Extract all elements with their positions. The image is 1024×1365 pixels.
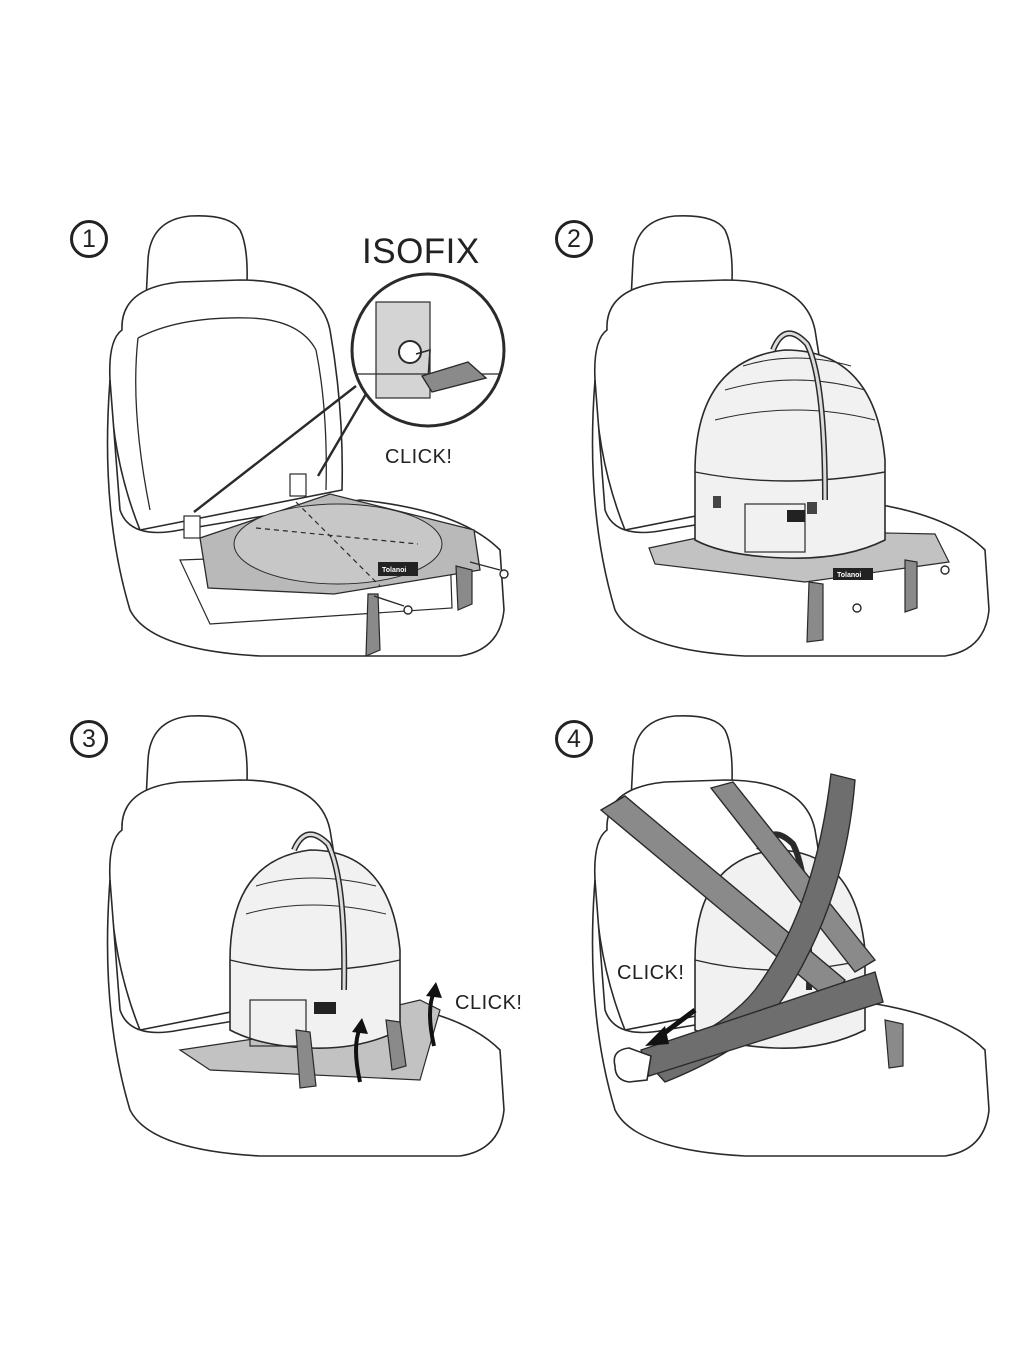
step-4-panel: 4 CLICK!	[545, 710, 1024, 1210]
step-1-click-label: CLICK!	[385, 446, 453, 468]
step-1-illustration: Tolanoi	[106, 214, 509, 657]
step-4-badge: 4	[555, 720, 593, 758]
front-strap-left	[365, 593, 381, 657]
step-4-number: 4	[567, 724, 581, 753]
mat-brand-tag-2: Tolanoi	[837, 572, 861, 579]
front-strap-right	[455, 565, 473, 611]
mat-brand-tag: Tolanoi	[382, 567, 406, 574]
step-2-illustration: Tolanoi	[591, 214, 990, 657]
step-3-badge: 3	[70, 720, 108, 758]
step-2-panel: 2 Tolanoi	[545, 210, 1024, 710]
step-3-click-label: CLICK!	[455, 992, 523, 1014]
isofix-anchor-icon	[183, 515, 201, 539]
step-4-illustration	[591, 714, 990, 1157]
step-2-badge: 2	[555, 220, 593, 258]
step-3-number: 3	[82, 724, 96, 753]
step-2-number: 2	[567, 224, 581, 253]
step-3-panel: 3 CLICK!	[60, 710, 560, 1210]
step-4-click-label: CLICK!	[617, 962, 685, 984]
pet-carrier	[694, 349, 886, 559]
buckle-icon	[613, 1047, 652, 1083]
isofix-title: ISOFIX	[362, 232, 480, 271]
step-1-badge: 1	[70, 220, 108, 258]
step-1-number: 1	[82, 224, 96, 253]
step-1-panel: 1 Tolanoi ISOFI	[60, 210, 560, 710]
step-3-illustration	[106, 714, 505, 1157]
